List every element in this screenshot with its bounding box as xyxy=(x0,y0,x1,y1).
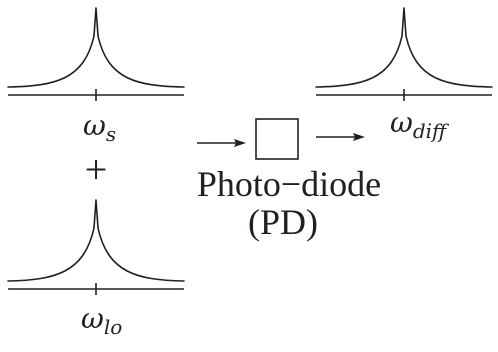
plus-sign: + xyxy=(85,147,108,192)
input-arrow xyxy=(197,139,246,147)
photodiode-label: Photo−diode xyxy=(197,164,381,204)
output-spectrum-peak xyxy=(315,7,493,88)
signal-spectrum: ωs xyxy=(7,7,185,146)
signal-spectrum-peak xyxy=(7,7,185,88)
signal-frequency-label: ωs xyxy=(83,109,116,146)
photodiode-box xyxy=(255,118,299,160)
local-oscillator-frequency-label: ωlo xyxy=(81,302,122,339)
output-spectrum: ωdiff xyxy=(315,7,493,143)
local-oscillator-spectrum-peak xyxy=(7,199,185,282)
difference-frequency-label: ωdiff xyxy=(390,106,450,143)
photodiode-abbreviation: (PD) xyxy=(248,202,318,242)
local-oscillator-spectrum: ωlo xyxy=(7,199,185,339)
output-arrow xyxy=(316,133,365,141)
